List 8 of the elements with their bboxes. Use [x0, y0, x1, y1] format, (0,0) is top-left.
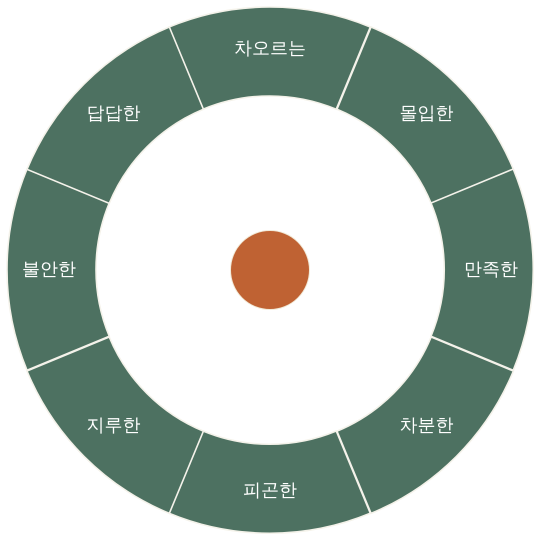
segment-label: 만족한 — [464, 259, 518, 281]
segment-label: 불안한 — [22, 259, 76, 281]
segment-label: 차분한 — [399, 415, 454, 438]
segment-label: 피곤한 — [242, 480, 297, 502]
segment-label: 답답한 — [86, 102, 141, 125]
segment-label: 지루한 — [86, 415, 141, 438]
segment-label: 차오르는 — [234, 38, 306, 60]
segment-label: 몰입한 — [399, 102, 454, 125]
